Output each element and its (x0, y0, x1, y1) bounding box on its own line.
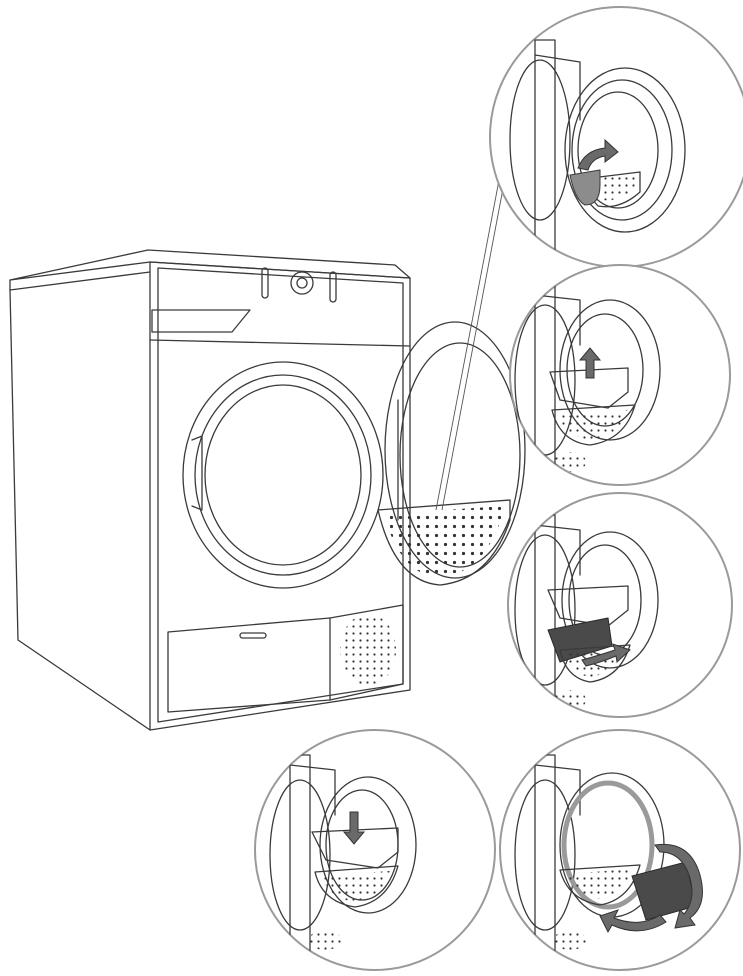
step-5-panel (514, 754, 703, 956)
filter-tab (569, 169, 601, 206)
vent-grille (340, 614, 396, 686)
step-3-panel (514, 514, 659, 716)
step-1-panel (509, 39, 686, 261)
arrow-up-icon (578, 347, 602, 379)
dryer-body (9, 249, 526, 731)
leader-line-2 (441, 177, 506, 511)
arrow-right-icon (581, 643, 631, 667)
step-2-panel (514, 284, 661, 476)
arrow-down-icon (342, 811, 366, 845)
rotate-left-arrow-icon (577, 138, 619, 171)
rotate-clockwise-arrows-icon (654, 843, 703, 929)
step-4-panel (269, 754, 417, 956)
leader-line-1 (435, 174, 501, 511)
